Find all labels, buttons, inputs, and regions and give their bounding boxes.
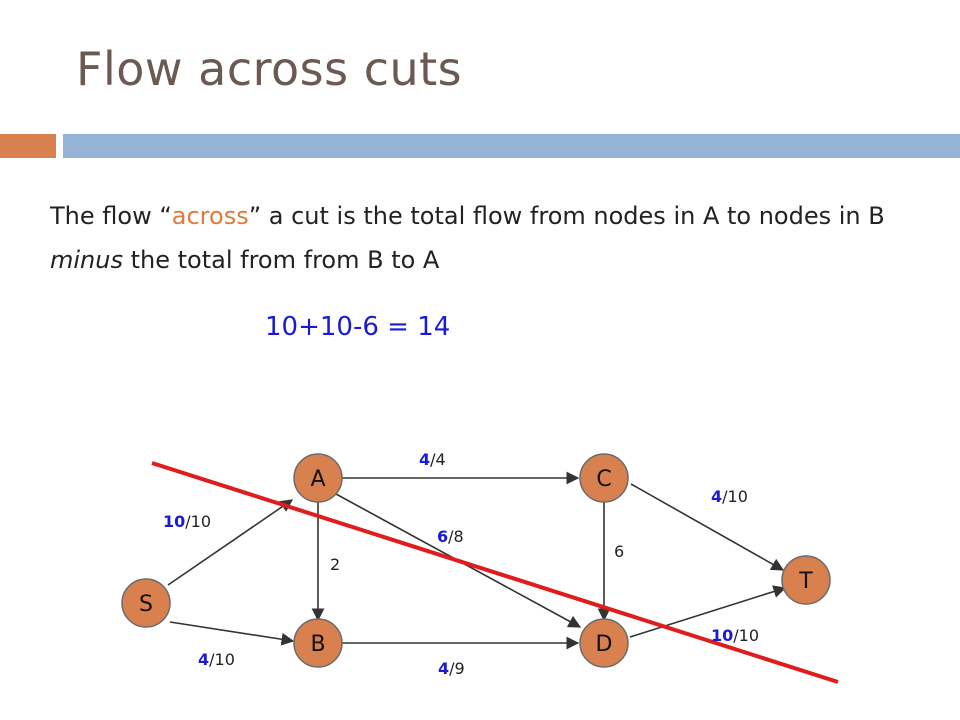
edge-label-d-t: 10/10 xyxy=(711,626,759,645)
node-a: A xyxy=(293,453,343,503)
text-suffix: the total from from B to A xyxy=(122,246,440,274)
text-prefix: The flow “ xyxy=(50,202,172,230)
edge-label-c-d: 6 xyxy=(614,542,624,561)
svg-text:D: D xyxy=(596,632,613,657)
node-b: B xyxy=(293,618,343,668)
slide-title: Flow across cuts xyxy=(76,42,463,96)
text-accent: across xyxy=(171,202,249,230)
node-s: S xyxy=(121,578,171,628)
svg-text:C: C xyxy=(596,467,611,492)
edge-label-b-d: 4/9 xyxy=(438,659,465,678)
accent-bar xyxy=(0,134,56,158)
node-c: C xyxy=(579,453,629,503)
svg-text:B: B xyxy=(310,632,325,657)
text-mid: ” a cut is the total flow from nodes in … xyxy=(248,202,885,230)
cut-line xyxy=(151,461,839,684)
edge-label-c-t: 4/10 xyxy=(711,487,748,506)
definition-text: The flow “across” a cut is the total flo… xyxy=(50,194,930,282)
edge-label-s-a: 10/10 xyxy=(163,512,211,531)
edge-label-a-b: 2 xyxy=(330,555,340,574)
edge-d-t xyxy=(629,585,787,638)
svg-text:T: T xyxy=(798,569,813,594)
edge-label-a-c: 4/4 xyxy=(419,450,446,469)
edge-c-t xyxy=(630,483,785,571)
edge-label-a-d: 6/8 xyxy=(437,527,464,546)
edge-s-b xyxy=(169,621,295,646)
edge-s-a xyxy=(167,499,294,586)
cut-equation: 10+10-6 = 14 xyxy=(265,312,451,342)
node-t: T xyxy=(781,555,831,605)
text-italic: minus xyxy=(50,246,123,274)
svg-text:A: A xyxy=(310,467,325,492)
svg-text:S: S xyxy=(139,592,153,617)
header-bar xyxy=(63,134,960,158)
node-d: D xyxy=(579,618,629,668)
edge-label-s-b: 4/10 xyxy=(198,650,235,669)
